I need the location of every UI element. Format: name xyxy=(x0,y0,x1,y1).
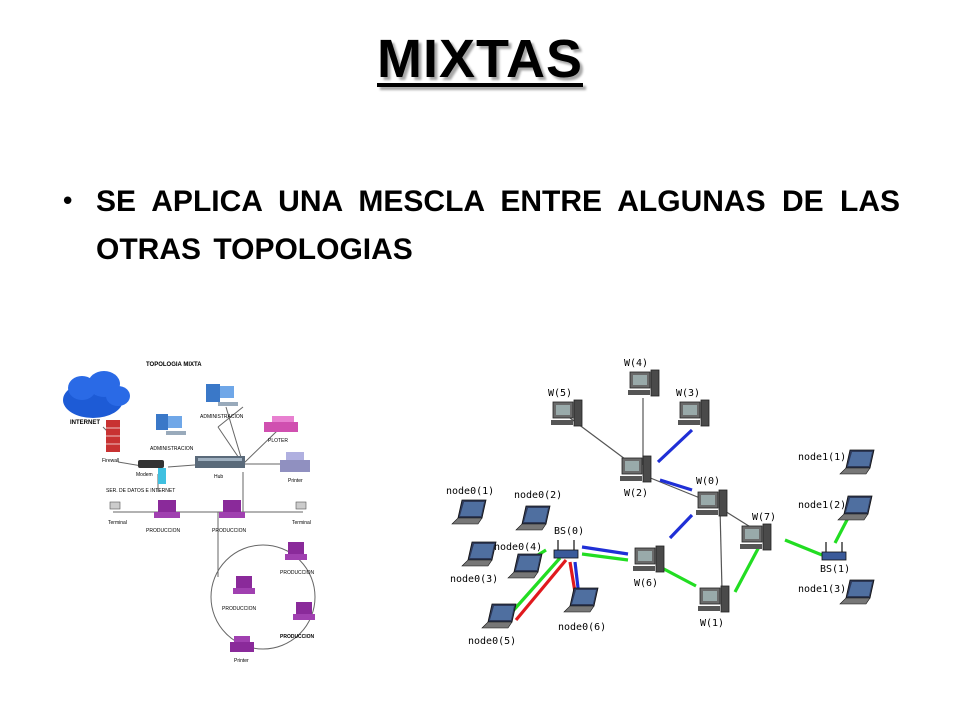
laptop-node02-icon xyxy=(515,505,551,531)
produccion-computer-icon xyxy=(285,542,307,560)
admin2-label: ADMINISTRACION xyxy=(150,446,194,452)
w2-label: W(2) xyxy=(624,488,648,499)
workstation-w6-icon xyxy=(632,545,665,573)
ploter-icon xyxy=(264,416,298,432)
laptop-node04-icon xyxy=(507,553,543,579)
node02-label: node0(2) xyxy=(514,490,562,501)
server-icon xyxy=(158,468,166,484)
w4-label: W(4) xyxy=(624,358,648,369)
base-station-bs1-icon xyxy=(821,541,847,561)
node01-label: node0(1) xyxy=(446,486,494,497)
admin1-label: ADMINISTRACION xyxy=(200,414,244,420)
prod2-label: PRODUCCION xyxy=(212,528,247,534)
right-network-diagram: W(4) W(5) W(3) W(2) W(0) W(7) W(6) W(1) … xyxy=(446,358,875,647)
node06-label: node0(6) xyxy=(558,622,606,633)
modem-icon xyxy=(138,460,164,468)
left-diagram-title: TOPOLOGIA MIXTA xyxy=(146,362,202,368)
prod3-label: PRODUCCION xyxy=(280,570,315,576)
prod1-label: PRODUCCION xyxy=(146,528,181,534)
node12-label: node1(2) xyxy=(798,500,846,511)
produccion-computer-icon xyxy=(293,602,315,620)
w5-label: W(5) xyxy=(548,388,572,399)
admin-computer-icon xyxy=(206,384,238,406)
green-links xyxy=(510,517,850,614)
printer-icon xyxy=(280,452,310,472)
workstation-w0-icon xyxy=(695,489,728,517)
laptop-node05-icon xyxy=(481,603,517,629)
bullet-dot-icon: • xyxy=(60,187,76,217)
terminal1-label: Terminal xyxy=(108,520,127,526)
workstation-w4-icon xyxy=(627,369,660,397)
w7-label: W(7) xyxy=(752,512,776,523)
bs0-label: BS(0) xyxy=(554,526,584,537)
laptop-node06-icon xyxy=(563,587,599,613)
w3-label: W(3) xyxy=(676,388,700,399)
slide-title: MIXTAS xyxy=(377,29,583,89)
produccion-computer-icon xyxy=(154,500,180,518)
workstation-w3-icon xyxy=(677,399,710,427)
workstation-w7-icon xyxy=(739,523,772,551)
w0-label: W(0) xyxy=(696,476,720,487)
server-label: SER. DE DATOS E INTERNET xyxy=(106,488,175,494)
internet-label: INTERNET xyxy=(70,420,100,426)
workstation-w2-icon xyxy=(619,455,652,483)
workstation-w1-icon xyxy=(697,585,730,613)
produccion-computer-icon xyxy=(233,576,255,594)
bullet-text: SE APLICA UNA MESCLA ENTRE ALGUNAS DE LA… xyxy=(96,185,900,266)
terminal-icon xyxy=(109,501,121,510)
node05-label: node0(5) xyxy=(468,636,516,647)
modem-label: Modem xyxy=(136,472,153,478)
hub-label: Hub xyxy=(214,474,223,480)
base-station-bs0-icon xyxy=(553,539,579,559)
firewall-label: Firewall xyxy=(102,458,119,464)
bullet-item: • SE APLICA UNA MESCLA ENTRE ALGUNAS DE … xyxy=(60,178,900,274)
terminal2-label: Terminal xyxy=(292,520,311,526)
bs1-label: BS(1) xyxy=(820,564,850,575)
printer-icon xyxy=(230,636,254,652)
laptop-node01-icon xyxy=(451,499,487,525)
laptop-node03-icon xyxy=(461,541,497,567)
printer2-label: Printer xyxy=(234,658,249,664)
node03-label: node0(3) xyxy=(450,574,498,585)
produccion-computer-icon xyxy=(219,500,245,518)
w1-label: W(1) xyxy=(700,618,724,629)
node13-label: node1(3) xyxy=(798,584,846,595)
terminal-icon xyxy=(295,501,307,510)
node11-label: node1(1) xyxy=(798,452,846,463)
prod4-label: PRODUCCION xyxy=(222,606,257,612)
hub-icon xyxy=(195,456,245,468)
workstation-w5-icon xyxy=(550,399,583,427)
node04-label: node0(4) xyxy=(494,542,542,553)
ploter-label: PLOTER xyxy=(268,438,288,444)
left-topology-diagram: INTERNET Firewall TOPOLOGIA MIXTA ADMINI… xyxy=(63,362,316,664)
prod5-label: PRODUCCION xyxy=(280,634,315,640)
printer1-label: Printer xyxy=(288,478,303,484)
internet-cloud-icon xyxy=(63,371,130,418)
w6-label: W(6) xyxy=(634,578,658,589)
admin-computer-icon xyxy=(156,414,186,435)
